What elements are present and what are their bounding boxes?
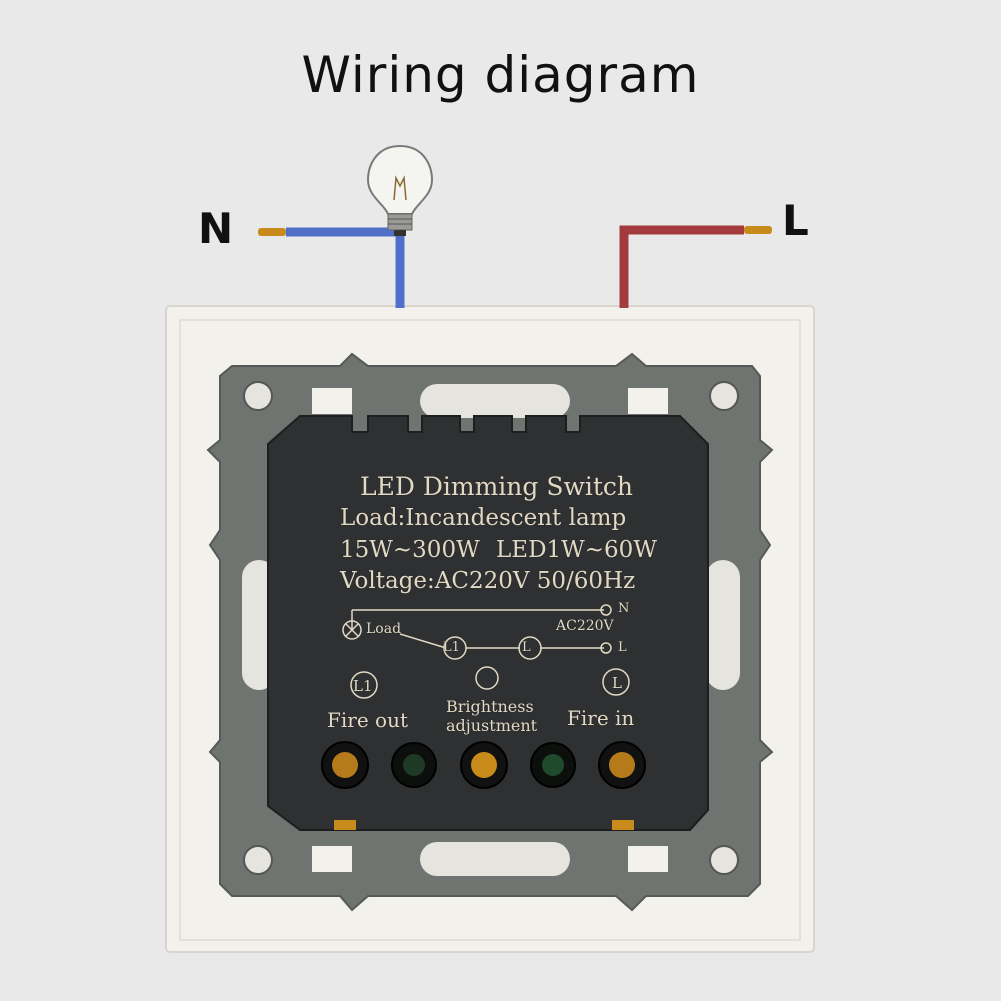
terminal-label-adjustment: adjustment — [446, 716, 538, 735]
live-label: L — [782, 196, 809, 245]
terminal-label-fire-out: Fire out — [327, 708, 408, 732]
bracket-slot — [420, 842, 570, 876]
module-voltage-spec: Voltage:AC220V 50/60Hz — [340, 568, 636, 594]
terminal-screw — [334, 820, 356, 830]
live-wire-copper-end — [744, 226, 772, 234]
schematic-supply-label: AC220V — [556, 618, 614, 634]
bracket-tab — [628, 846, 668, 872]
bracket-tab — [628, 388, 668, 414]
frame-inner-edge — [179, 319, 801, 941]
live-wire — [619, 225, 744, 308]
dimmer-module-body — [267, 415, 709, 831]
terminal-port-fire-out-copper — [332, 752, 358, 778]
bracket-tab — [312, 846, 352, 872]
indicator-led-lens — [403, 754, 425, 776]
bracket-hole — [243, 845, 273, 875]
bracket-hole — [709, 381, 739, 411]
schematic-load-label: Load — [366, 621, 402, 637]
module-title: LED Dimming Switch — [360, 472, 634, 501]
bracket-hole — [243, 381, 273, 411]
bracket-tab — [312, 388, 352, 414]
neutral-wire-copper-end — [258, 228, 286, 236]
neutral-wire — [286, 227, 405, 308]
terminal-symbol-l: L — [612, 674, 622, 692]
terminal-label-fire-in: Fire in — [567, 706, 635, 730]
terminal-screw — [612, 820, 634, 830]
module-incandescent-watt: 15W~300W — [340, 537, 480, 563]
bracket-slot — [420, 384, 570, 418]
schematic-l-label: L — [618, 640, 627, 655]
internal-schematic — [342, 604, 630, 699]
indicator-led-lens — [542, 754, 564, 776]
terminal-label-brightness: Brightness — [446, 697, 534, 716]
diagram-title: Wiring diagram — [301, 46, 700, 104]
schematic-terminal-l1: L1 — [443, 640, 460, 655]
terminal-port-brightness-copper — [471, 752, 497, 778]
bracket-slot — [706, 560, 740, 690]
terminal-port-fire-in-copper — [609, 752, 635, 778]
terminal-symbol-l1: L1 — [353, 677, 373, 695]
schematic-terminal-l: L — [522, 640, 531, 655]
schematic-n-label: N — [618, 601, 630, 616]
bracket-hole — [709, 845, 739, 875]
module-load-spec: Load:Incandescent lamp — [340, 505, 627, 531]
module-led-watt: LED1W~60W — [496, 537, 657, 563]
light-bulb-icon — [366, 144, 434, 236]
neutral-label: N — [198, 204, 234, 253]
